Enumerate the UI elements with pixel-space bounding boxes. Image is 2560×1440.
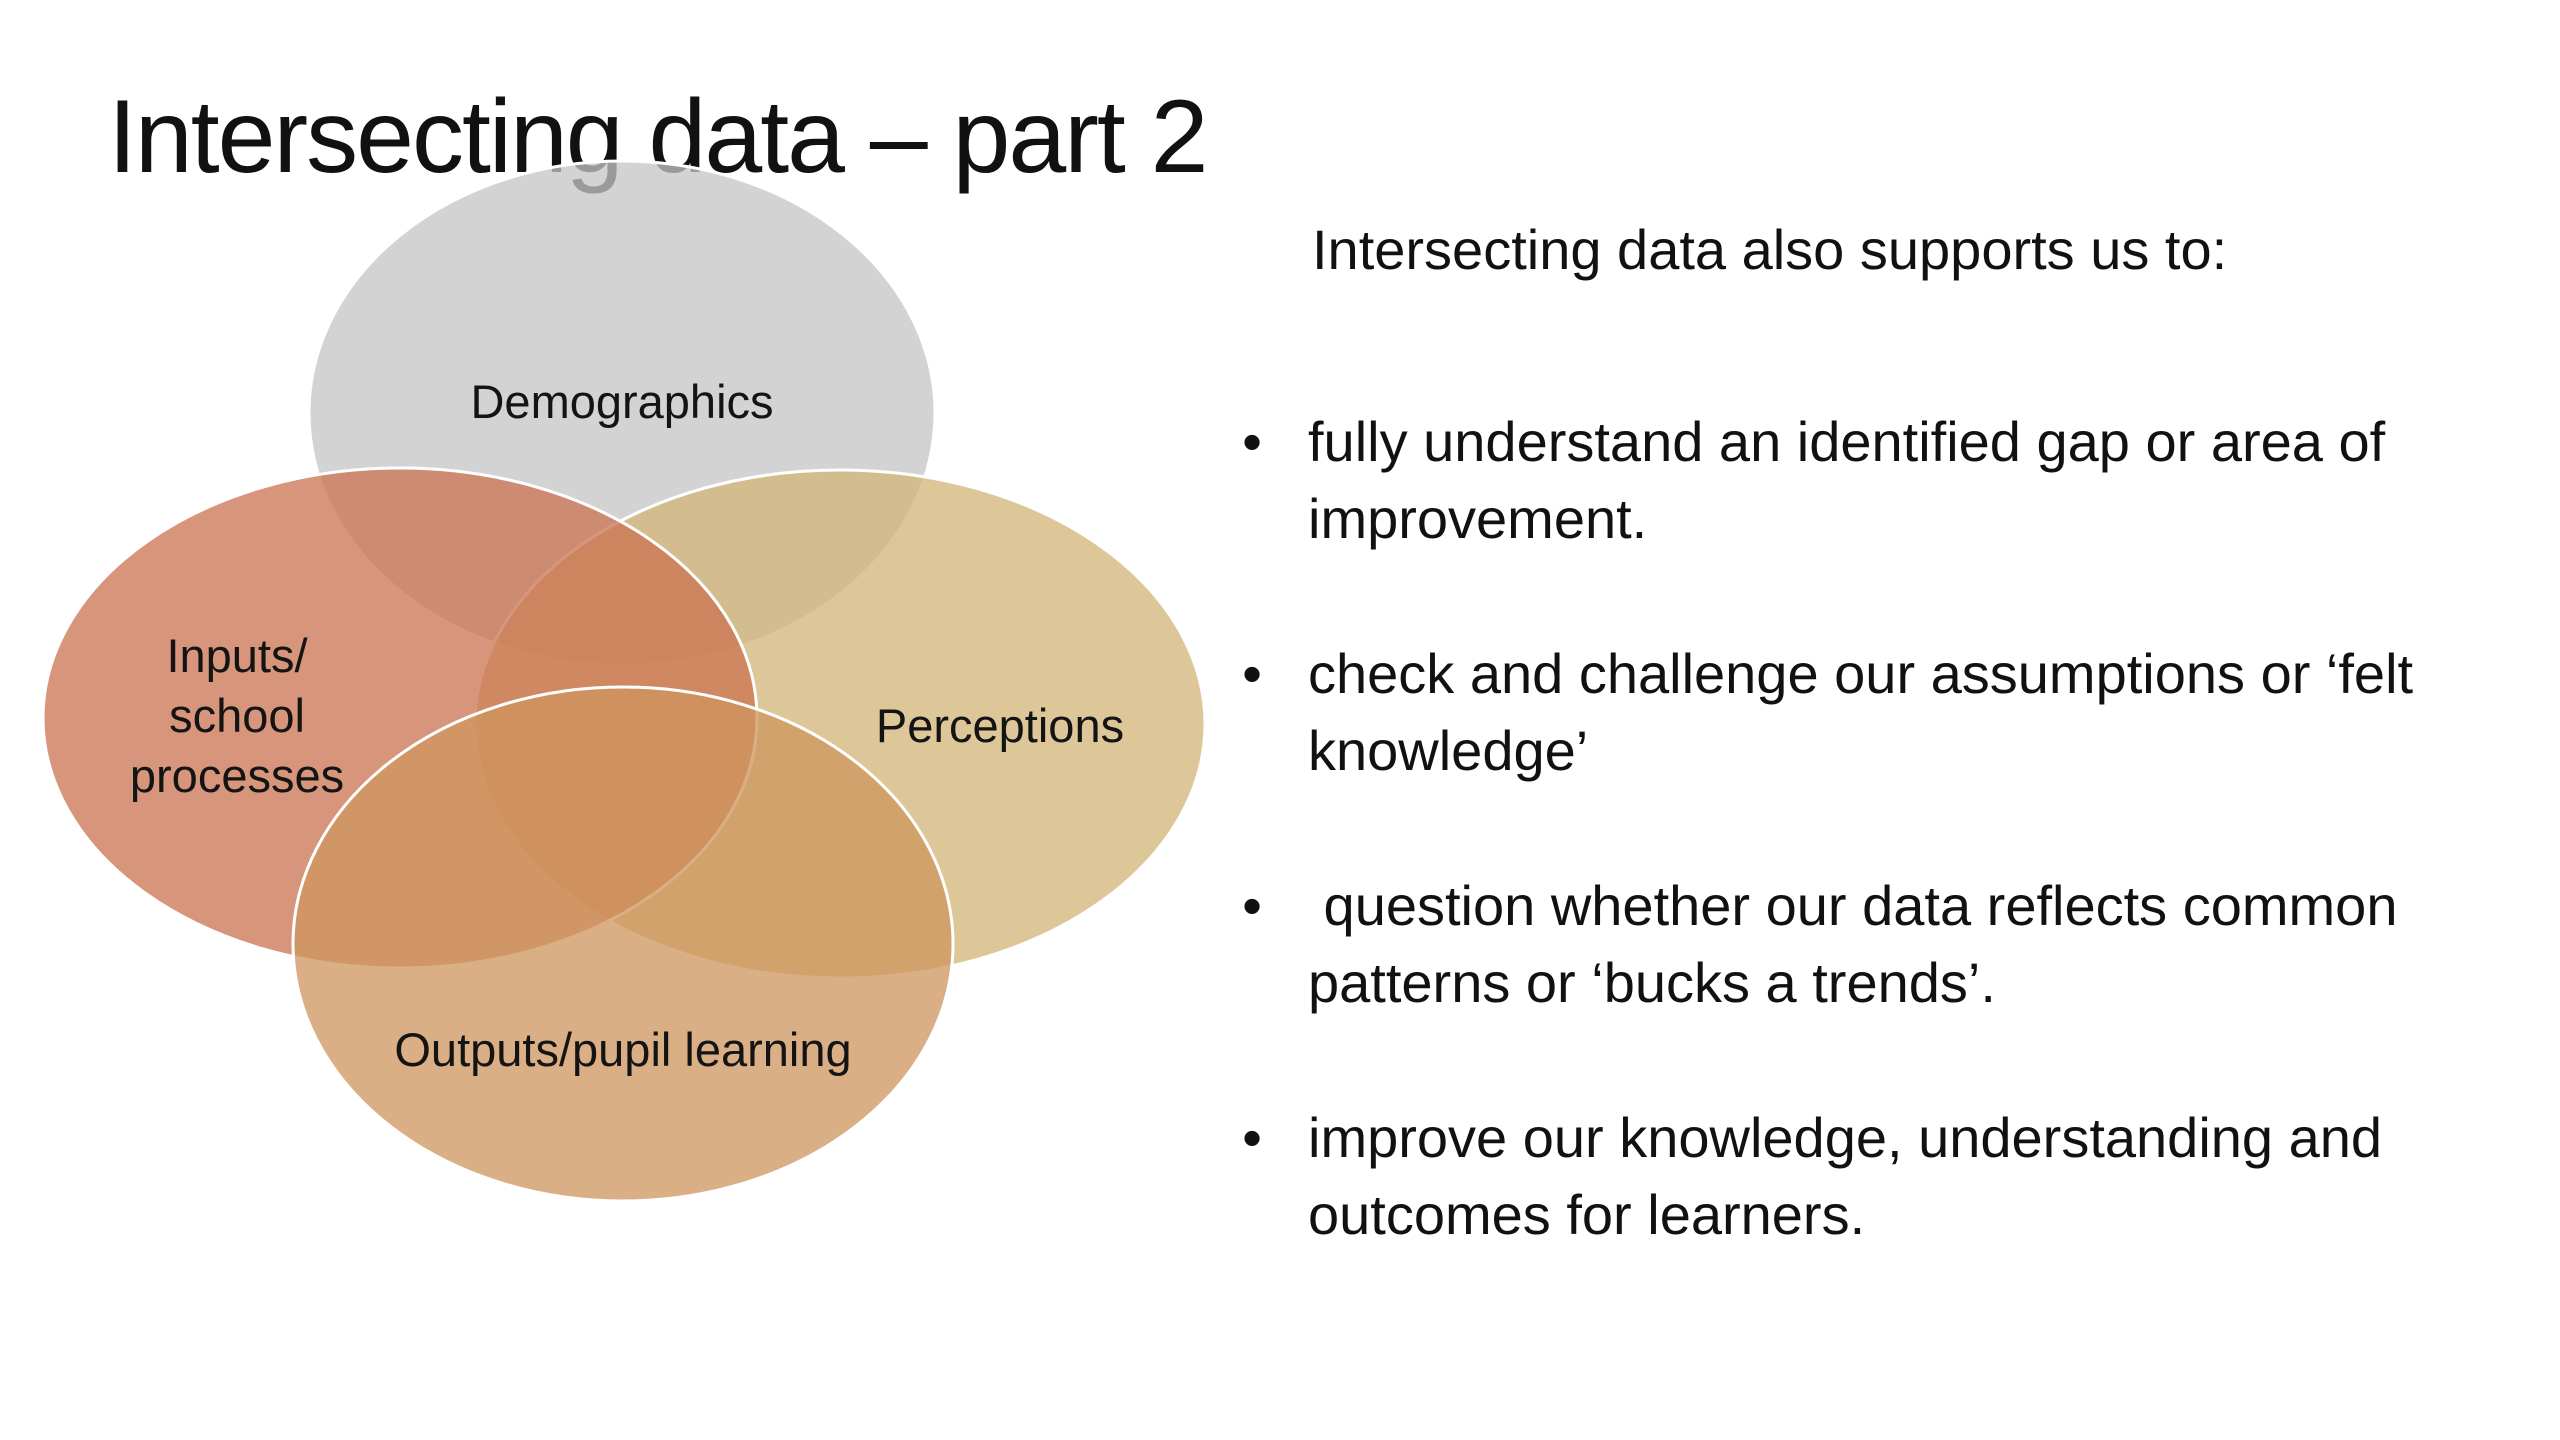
bullet-item: • check and challenge our assumptions or…	[1232, 635, 2532, 789]
bullet-dot-icon: •	[1242, 642, 1262, 705]
venn-label-perceptions: Perceptions	[876, 699, 1124, 752]
venn-label-outputs: Outputs/pupil learning	[394, 1023, 851, 1076]
intro-text: Intersecting data also supports us to:	[1312, 218, 2228, 281]
bullet-line: fully understand an identified gap or ar…	[1308, 410, 2386, 473]
bullet-line: check and challenge our assumptions or ‘…	[1308, 642, 2414, 705]
bullet-line: knowledge’	[1308, 719, 1589, 782]
venn-label-inputs-line-3: processes	[130, 749, 344, 802]
bullet-line: improvement.	[1308, 487, 1648, 550]
venn-label-inputs-line-2: school	[169, 689, 305, 742]
bullet-item: • fully understand an identified gap or …	[1232, 403, 2532, 557]
venn-label-inputs-line-1: Inputs/	[166, 629, 308, 682]
bullet-line: outcomes for learners.	[1308, 1183, 1866, 1246]
bullet-item: • question whether our data reflects com…	[1232, 867, 2532, 1021]
bullet-line: patterns or ‘bucks a trends’.	[1308, 951, 1996, 1014]
venn-circle-outputs	[291, 685, 955, 1203]
bullet-dot-icon: •	[1242, 874, 1262, 937]
venn-label-demographics: Demographics	[470, 375, 773, 428]
bullet-list: • fully understand an identified gap or …	[1232, 403, 2532, 1331]
bullet-dot-icon: •	[1242, 410, 1262, 473]
bullet-dot-icon: •	[1242, 1106, 1262, 1169]
venn-diagram: Demographics Perceptions Inputs/ school …	[41, 159, 1207, 1203]
bullet-line: question whether our data reflects commo…	[1308, 874, 2398, 937]
bullet-line: improve our knowledge, understanding and	[1308, 1106, 2383, 1169]
bullet-item: • improve our knowledge, understanding a…	[1232, 1099, 2532, 1253]
